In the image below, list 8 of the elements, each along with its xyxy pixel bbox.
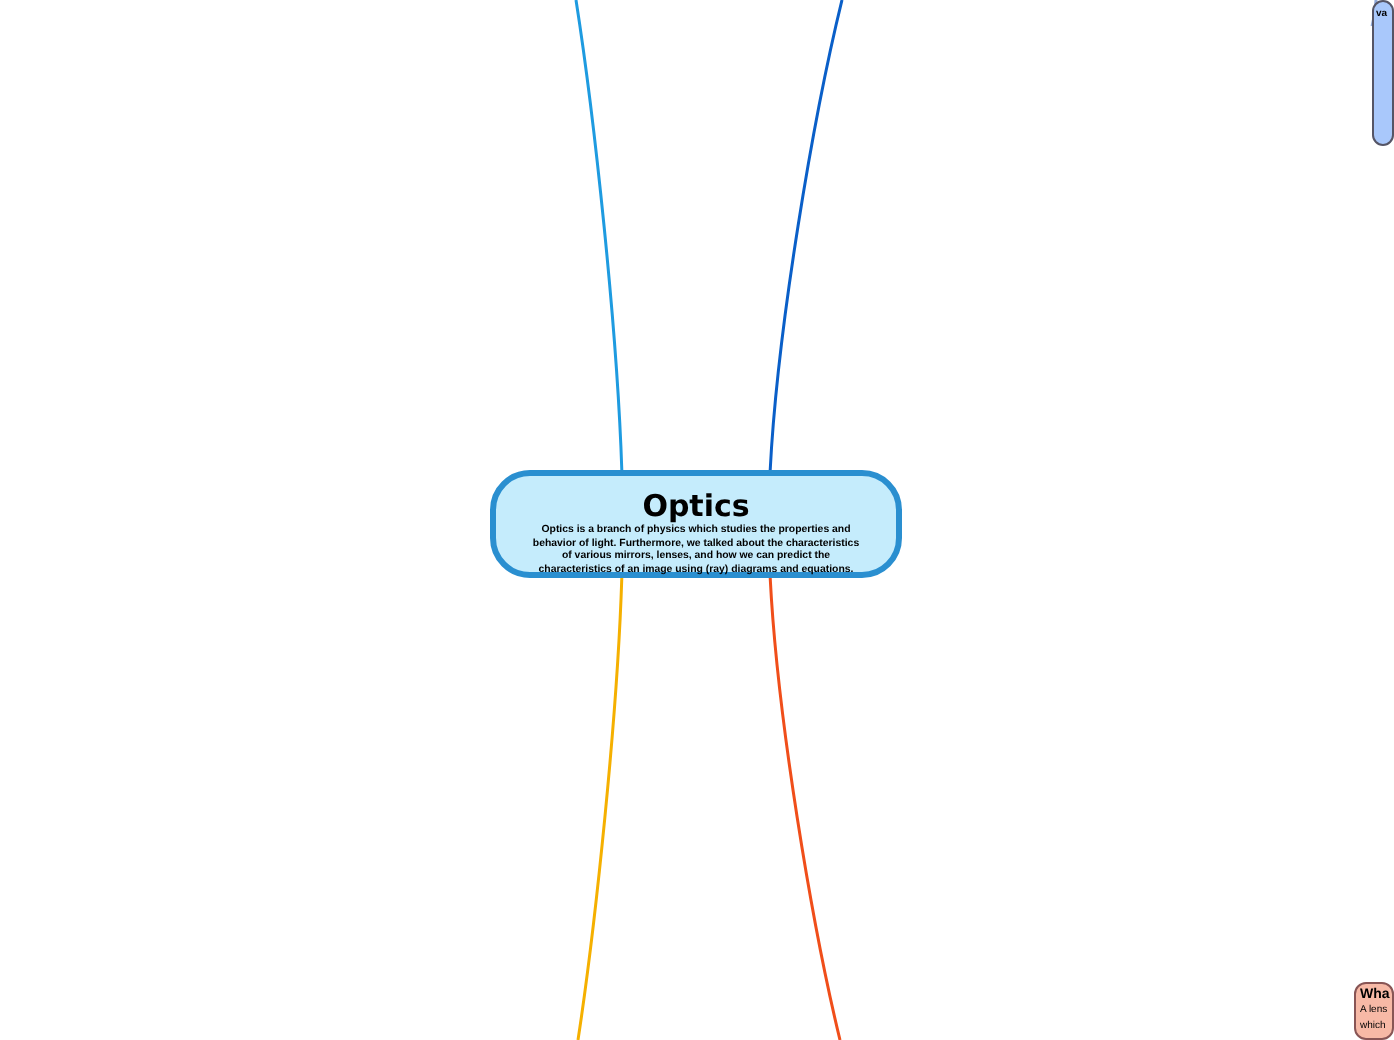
branch-line (574, 0, 624, 471)
topic-box (490, 470, 902, 578)
branch-line (576, 577, 624, 1040)
branch-line (768, 0, 844, 471)
subtopic-box (1372, 0, 1394, 146)
subtopic-box (1354, 982, 1394, 1040)
topic-title: Optics (640, 488, 752, 524)
branch-line (768, 577, 842, 1040)
